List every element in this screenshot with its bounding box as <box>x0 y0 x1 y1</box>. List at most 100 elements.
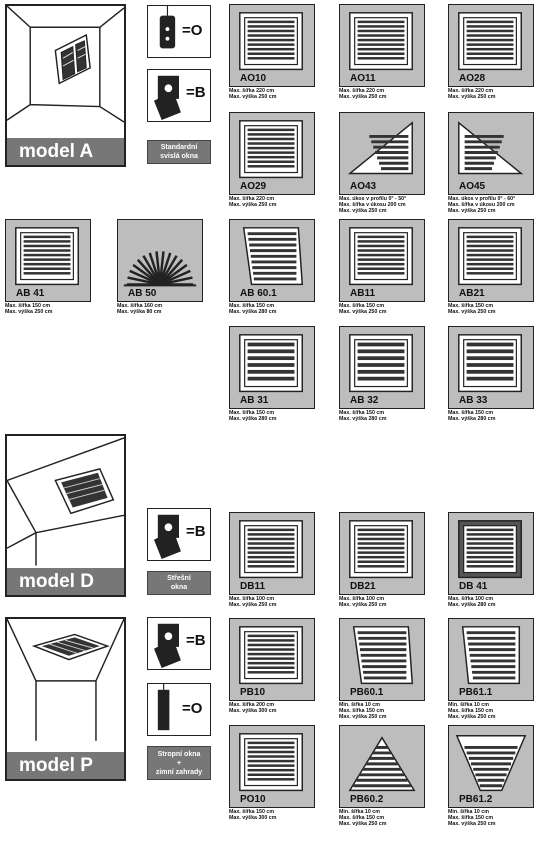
spec-line: Max. šířka 150 cm <box>229 809 275 815</box>
product-spec-caption: Max. úkos v profilu 0° - 50°Max. šířka v… <box>339 196 406 214</box>
blind-diagram <box>347 121 413 175</box>
ceiling-window-illustration <box>7 619 124 741</box>
spec-line: Max. výška 80 cm <box>117 309 162 315</box>
type-label-line: Střešní <box>167 575 191 582</box>
product-tile: AO11 <box>339 4 425 87</box>
spec-line: Max. výška 250 cm <box>5 309 53 315</box>
spec-line: Max. šířka 220 cm <box>229 88 275 94</box>
product-tile: PB10 <box>229 618 315 701</box>
product-tile: AB 33 <box>448 326 534 409</box>
spec-line: Max. šířka 220 cm <box>339 88 385 94</box>
control-b-text: =B <box>186 523 206 540</box>
control-o-text: =O <box>182 22 203 39</box>
spec-line: Max. šířka 160 cm <box>117 303 163 309</box>
spec-line: Min. šířka 10 cm <box>448 809 489 815</box>
model-d-type-button: Střešní okna <box>147 571 211 595</box>
product-tile: DB 41 <box>448 512 534 595</box>
spec-line: Max. výška 250 cm <box>229 202 277 208</box>
blind-diagram <box>458 334 522 393</box>
blind-diagram <box>458 520 522 579</box>
spec-line: Max. šířka 150 cm <box>229 410 275 416</box>
spec-line: Max. výška 250 cm <box>339 714 387 720</box>
blind-diagram <box>348 736 416 792</box>
spec-line: Min. šířka 10 cm <box>339 809 380 815</box>
spec-line: Max. výška 250 cm <box>448 208 496 214</box>
spec-line: Min. šířka 10 cm <box>339 702 380 708</box>
product-tile: PB60.1 <box>339 618 425 701</box>
spec-line: Max. šířka 150 cm <box>448 708 494 714</box>
spec-line: Max. výška 250 cm <box>339 309 387 315</box>
product-tile: AO45 <box>448 112 534 195</box>
spec-line: Max. úkos v profilu 0° - 60° <box>448 196 516 202</box>
product-code: AO11 <box>350 73 376 84</box>
product-tile: AB21 <box>448 219 534 302</box>
model-d-panel: model D <box>5 434 126 597</box>
product-code: PO10 <box>240 794 266 805</box>
spec-line: Max. šířka 150 cm <box>229 303 275 309</box>
type-label-line: Standardní <box>160 144 198 151</box>
spec-line: Max. šířka 220 cm <box>229 196 275 202</box>
spec-line: Max. šířka 150 cm <box>339 708 385 714</box>
blind-diagram <box>458 121 524 175</box>
product-tile: AO10 <box>229 4 315 87</box>
model-a-type-button: Standardní svislá okna <box>147 140 211 164</box>
spec-line: Max. výška 300 cm <box>229 708 277 714</box>
product-code: PB60.2 <box>350 794 384 805</box>
spec-line: Max. výška 250 cm <box>339 602 387 608</box>
product-code: PB61.2 <box>459 794 493 805</box>
model-a-panel: model A <box>5 4 126 167</box>
product-code: PB61.1 <box>459 687 493 698</box>
spec-line: Max. šířka 200 cm <box>229 702 275 708</box>
spec-line: Max. šířka 150 cm <box>5 303 51 309</box>
spec-line: Max. šířka 150 cm <box>448 410 494 416</box>
spec-line: Max. úkos v profilu 0° - 50° <box>339 196 407 202</box>
cord-control-icon: =O <box>147 5 211 58</box>
room-window-illustration <box>7 6 124 123</box>
product-code: DB21 <box>350 581 376 592</box>
product-tile: AO29 <box>229 112 315 195</box>
spec-line: Max. výška 280 cm <box>229 416 277 422</box>
spec-line: Max. šířka 100 cm <box>448 596 494 602</box>
spec-line: Max. šířka 150 cm <box>339 815 385 821</box>
spec-line: Max. výška 250 cm <box>448 714 496 720</box>
crank-control-icon: =O <box>147 683 211 736</box>
blind-diagram <box>239 733 303 792</box>
blind-diagram <box>455 735 527 792</box>
blind-diagram <box>349 12 413 71</box>
product-code: AB 32 <box>350 395 379 406</box>
spec-line: Max. výška 280 cm <box>229 309 277 315</box>
battery-remote-icon: =B <box>147 69 211 122</box>
product-code: PB10 <box>240 687 266 698</box>
control-o-text: =O <box>182 700 203 717</box>
spec-line: Max. výška 250 cm <box>339 208 387 214</box>
spec-line: Max. šířka v úkosu 200 cm <box>339 202 406 208</box>
product-tile: DB21 <box>339 512 425 595</box>
product-code: AB 60.1 <box>240 288 277 299</box>
model-d-label: model D <box>7 568 124 595</box>
spec-line: Max. výška 250 cm <box>448 94 496 100</box>
blind-diagram <box>239 334 303 393</box>
blind-diagram <box>239 520 303 579</box>
spec-line: Max. šířka 150 cm <box>339 410 385 416</box>
blind-diagram <box>15 227 79 286</box>
product-code: AO28 <box>459 73 486 84</box>
product-code: AB21 <box>459 288 485 299</box>
spec-line: Max. šířka 100 cm <box>229 596 275 602</box>
battery-remote-icon: =B <box>147 508 211 561</box>
product-tile: AO28 <box>448 4 534 87</box>
product-tile: PO10 <box>229 725 315 808</box>
spec-line: Max. výška 280 cm <box>339 416 387 422</box>
